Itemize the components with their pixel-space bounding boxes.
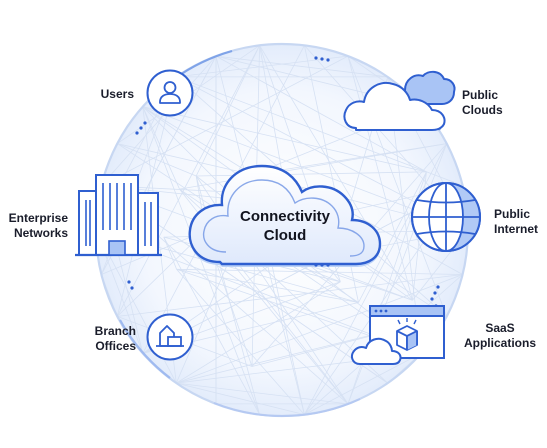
mesh-line — [101, 55, 217, 186]
mesh-line — [101, 55, 349, 186]
mesh-line — [176, 76, 463, 186]
enterprise-networks-label: Enterprise Networks — [2, 211, 68, 241]
public-internet-label: Public Internet — [494, 207, 546, 237]
app-window-box-icon — [351, 305, 445, 365]
branch-office-icon — [146, 313, 194, 361]
mesh-line — [176, 268, 359, 303]
center-cloud-title: Connectivity Cloud — [200, 207, 370, 245]
mesh-line — [117, 143, 197, 177]
users-label-text: Users — [100, 87, 134, 101]
mesh-line — [117, 274, 463, 317]
mesh-line — [347, 55, 413, 301]
enterprise-networks-line2: Networks — [13, 226, 68, 240]
mesh-line — [358, 171, 427, 303]
branch-offices-line1: Branch — [94, 324, 136, 338]
mesh-line — [179, 143, 447, 190]
mesh-line — [142, 106, 427, 173]
mesh-line — [176, 382, 305, 415]
mesh-line — [142, 185, 463, 354]
public-clouds-line2: Clouds — [462, 103, 503, 117]
mesh-line — [215, 55, 427, 173]
mesh-line — [195, 45, 260, 177]
mesh-line — [176, 268, 463, 275]
mesh-line — [304, 352, 422, 415]
mesh-line — [176, 382, 349, 405]
mesh-line — [163, 236, 260, 415]
center-title-line1: Connectivity — [239, 208, 330, 225]
saas-applications-line1: SaaS — [485, 321, 515, 335]
branch-offices-label: Branch Offices — [74, 324, 136, 354]
public-internet-line1: Public — [494, 207, 531, 221]
globe-icon — [411, 182, 481, 252]
mesh-line — [163, 236, 177, 270]
mesh-line — [347, 210, 463, 275]
mesh-line — [176, 55, 349, 78]
mesh-line — [142, 106, 180, 190]
mesh-line — [176, 274, 463, 384]
public-clouds-label: Public Clouds — [462, 88, 532, 118]
public-clouds-line1: Public — [462, 88, 499, 102]
saas-applications-line2: Applications — [463, 336, 536, 350]
public-internet-line2: Internet — [494, 222, 539, 236]
connectivity-cloud-icon — [188, 164, 382, 267]
clouds-icon — [343, 70, 456, 131]
user-icon — [146, 69, 194, 117]
office-building-icon — [75, 174, 162, 257]
users-label: Users — [78, 87, 134, 102]
mesh-line — [176, 281, 341, 384]
mesh-line — [215, 55, 388, 78]
mesh-line — [304, 143, 448, 415]
center-title-line2: Cloud — [263, 227, 307, 244]
mesh-line — [176, 269, 305, 415]
branch-offices-line2: Offices — [95, 339, 136, 353]
enterprise-networks-line1: Enterprise — [8, 211, 68, 225]
mesh-line — [116, 45, 260, 317]
mesh-line — [252, 143, 447, 175]
saas-applications-label: SaaS Applications — [456, 321, 544, 351]
mesh-line — [259, 45, 413, 301]
